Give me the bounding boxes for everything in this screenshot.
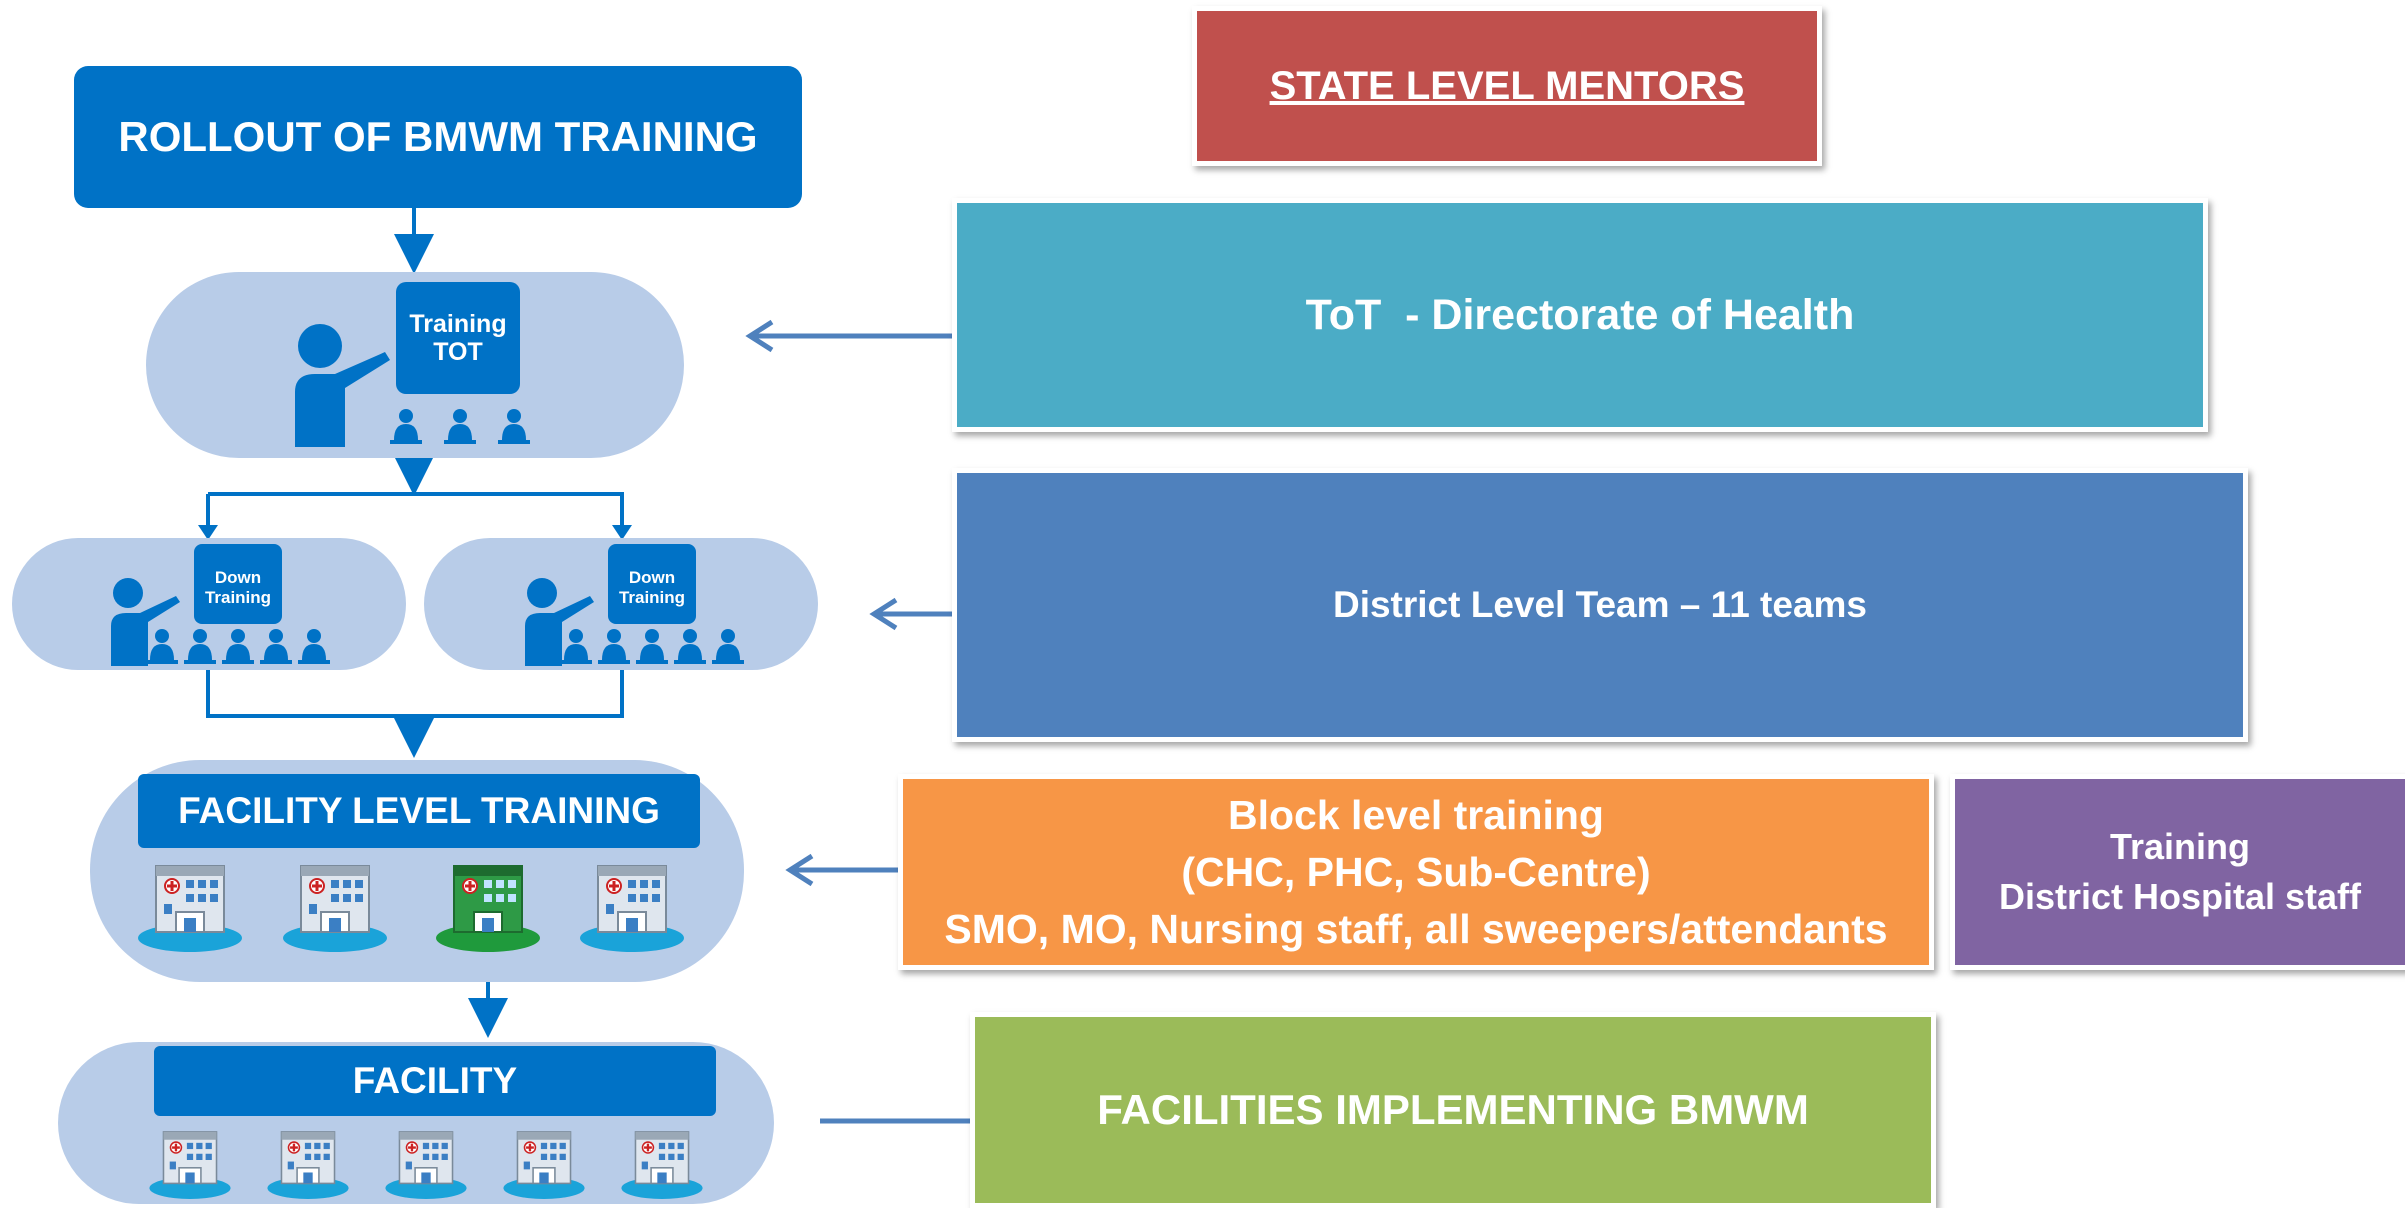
facility-level-title-box: FACILITY LEVEL TRAINING [138,774,700,848]
audience-person-icon [498,409,530,444]
down-audience-left [146,629,330,664]
audience-person-icon [674,629,706,664]
arrowhead-tot [745,319,774,353]
arrowhead-district [869,597,898,631]
audience-person-icon [636,629,668,664]
down-board-left-line-2: Training [204,588,272,607]
tot-board [396,282,520,394]
tot-directorate-box: ToT - Directorate of Health [952,198,2208,432]
down-board-right [608,544,696,624]
down-audience-right [560,629,744,664]
facility-title-box: FACILITY [154,1046,716,1116]
facilities-implementing-label: FACILITIES IMPLEMENTING BMWM [1097,1086,1809,1133]
down-trainer-icon-right [522,576,602,671]
down-trainer-icon-left [108,576,188,671]
block-training-box: Block level training (CHC, PHC, Sub-Cent… [898,774,1934,970]
facility-title: FACILITY [352,1060,518,1101]
arrowhead-down-left [198,525,218,540]
side-arrows [745,319,996,1124]
rollout-title: ROLLOUT OF BMWM TRAINING [118,113,758,160]
facility-level-hospitals [136,864,686,954]
hospital-icon [281,864,389,954]
facility-level-title: FACILITY LEVEL TRAINING [178,790,660,831]
audience-person-icon [390,409,422,444]
audience-person-icon [260,629,292,664]
arrowhead-down-right [612,525,632,540]
state-mentors-label: STATE LEVEL MENTORS [1269,63,1745,108]
hospital-icon [384,1130,468,1201]
tot-board-text: Training TOT [396,310,520,366]
block-training-line-2: (CHC, PHC, Sub-Centre) [1181,848,1651,895]
connector-merge [206,670,624,718]
audience-person-icon [146,629,178,664]
state-mentors-box: STATE LEVEL MENTORS [1192,6,1822,166]
facilities-implementing-box: FACILITIES IMPLEMENTING BMWM [970,1012,1936,1208]
down-board-right-line-1: Down [628,568,676,587]
audience-person-icon [444,409,476,444]
audience-person-icon [598,629,630,664]
audience-person-icon [712,629,744,664]
trainer-icon [290,322,400,452]
district-hospital-line-2: District Hospital staff [1998,876,2362,917]
facility-hospitals [148,1130,704,1201]
district-team-box: District Level Team – 11 teams [952,468,2248,742]
audience-person-icon [560,629,592,664]
hospital-icon [620,1130,704,1201]
rollout-title-box: ROLLOUT OF BMWM TRAINING [74,66,802,208]
hospital-highlighted-icon [434,864,542,954]
hospital-icon [266,1130,350,1201]
down-board-left-line-1: Down [214,568,262,587]
hospital-icon [502,1130,586,1201]
hospital-icon [148,1130,232,1201]
split-arrowheads [198,525,632,540]
block-training-line-1: Block level training [1228,791,1604,838]
district-team-label: District Level Team – 11 teams [1332,584,1868,625]
block-training-line-3: SMO, MO, Nursing staff, all sweepers/att… [944,905,1888,952]
audience-person-icon [184,629,216,664]
down-board-right-text: Down Training [608,568,696,608]
tot-board-line-2: TOT [433,338,483,366]
hospital-icon [578,864,686,954]
tot-board-line-1: Training [409,310,507,338]
district-hospital-box: Training District Hospital staff [1950,774,2405,970]
audience-person-icon [222,629,254,664]
district-hospital-line-1: Training [2109,826,2250,867]
down-board-left-text: Down Training [194,568,282,608]
connector-split [206,492,624,532]
audience-person-icon [298,629,330,664]
tot-directorate-label: ToT - Directorate of Health [1305,290,1855,339]
down-board-right-line-2: Training [618,588,686,607]
arrowhead-block [785,853,814,887]
tot-audience-icons [390,409,530,444]
down-board-left [194,544,282,624]
hospital-icon [136,864,244,954]
